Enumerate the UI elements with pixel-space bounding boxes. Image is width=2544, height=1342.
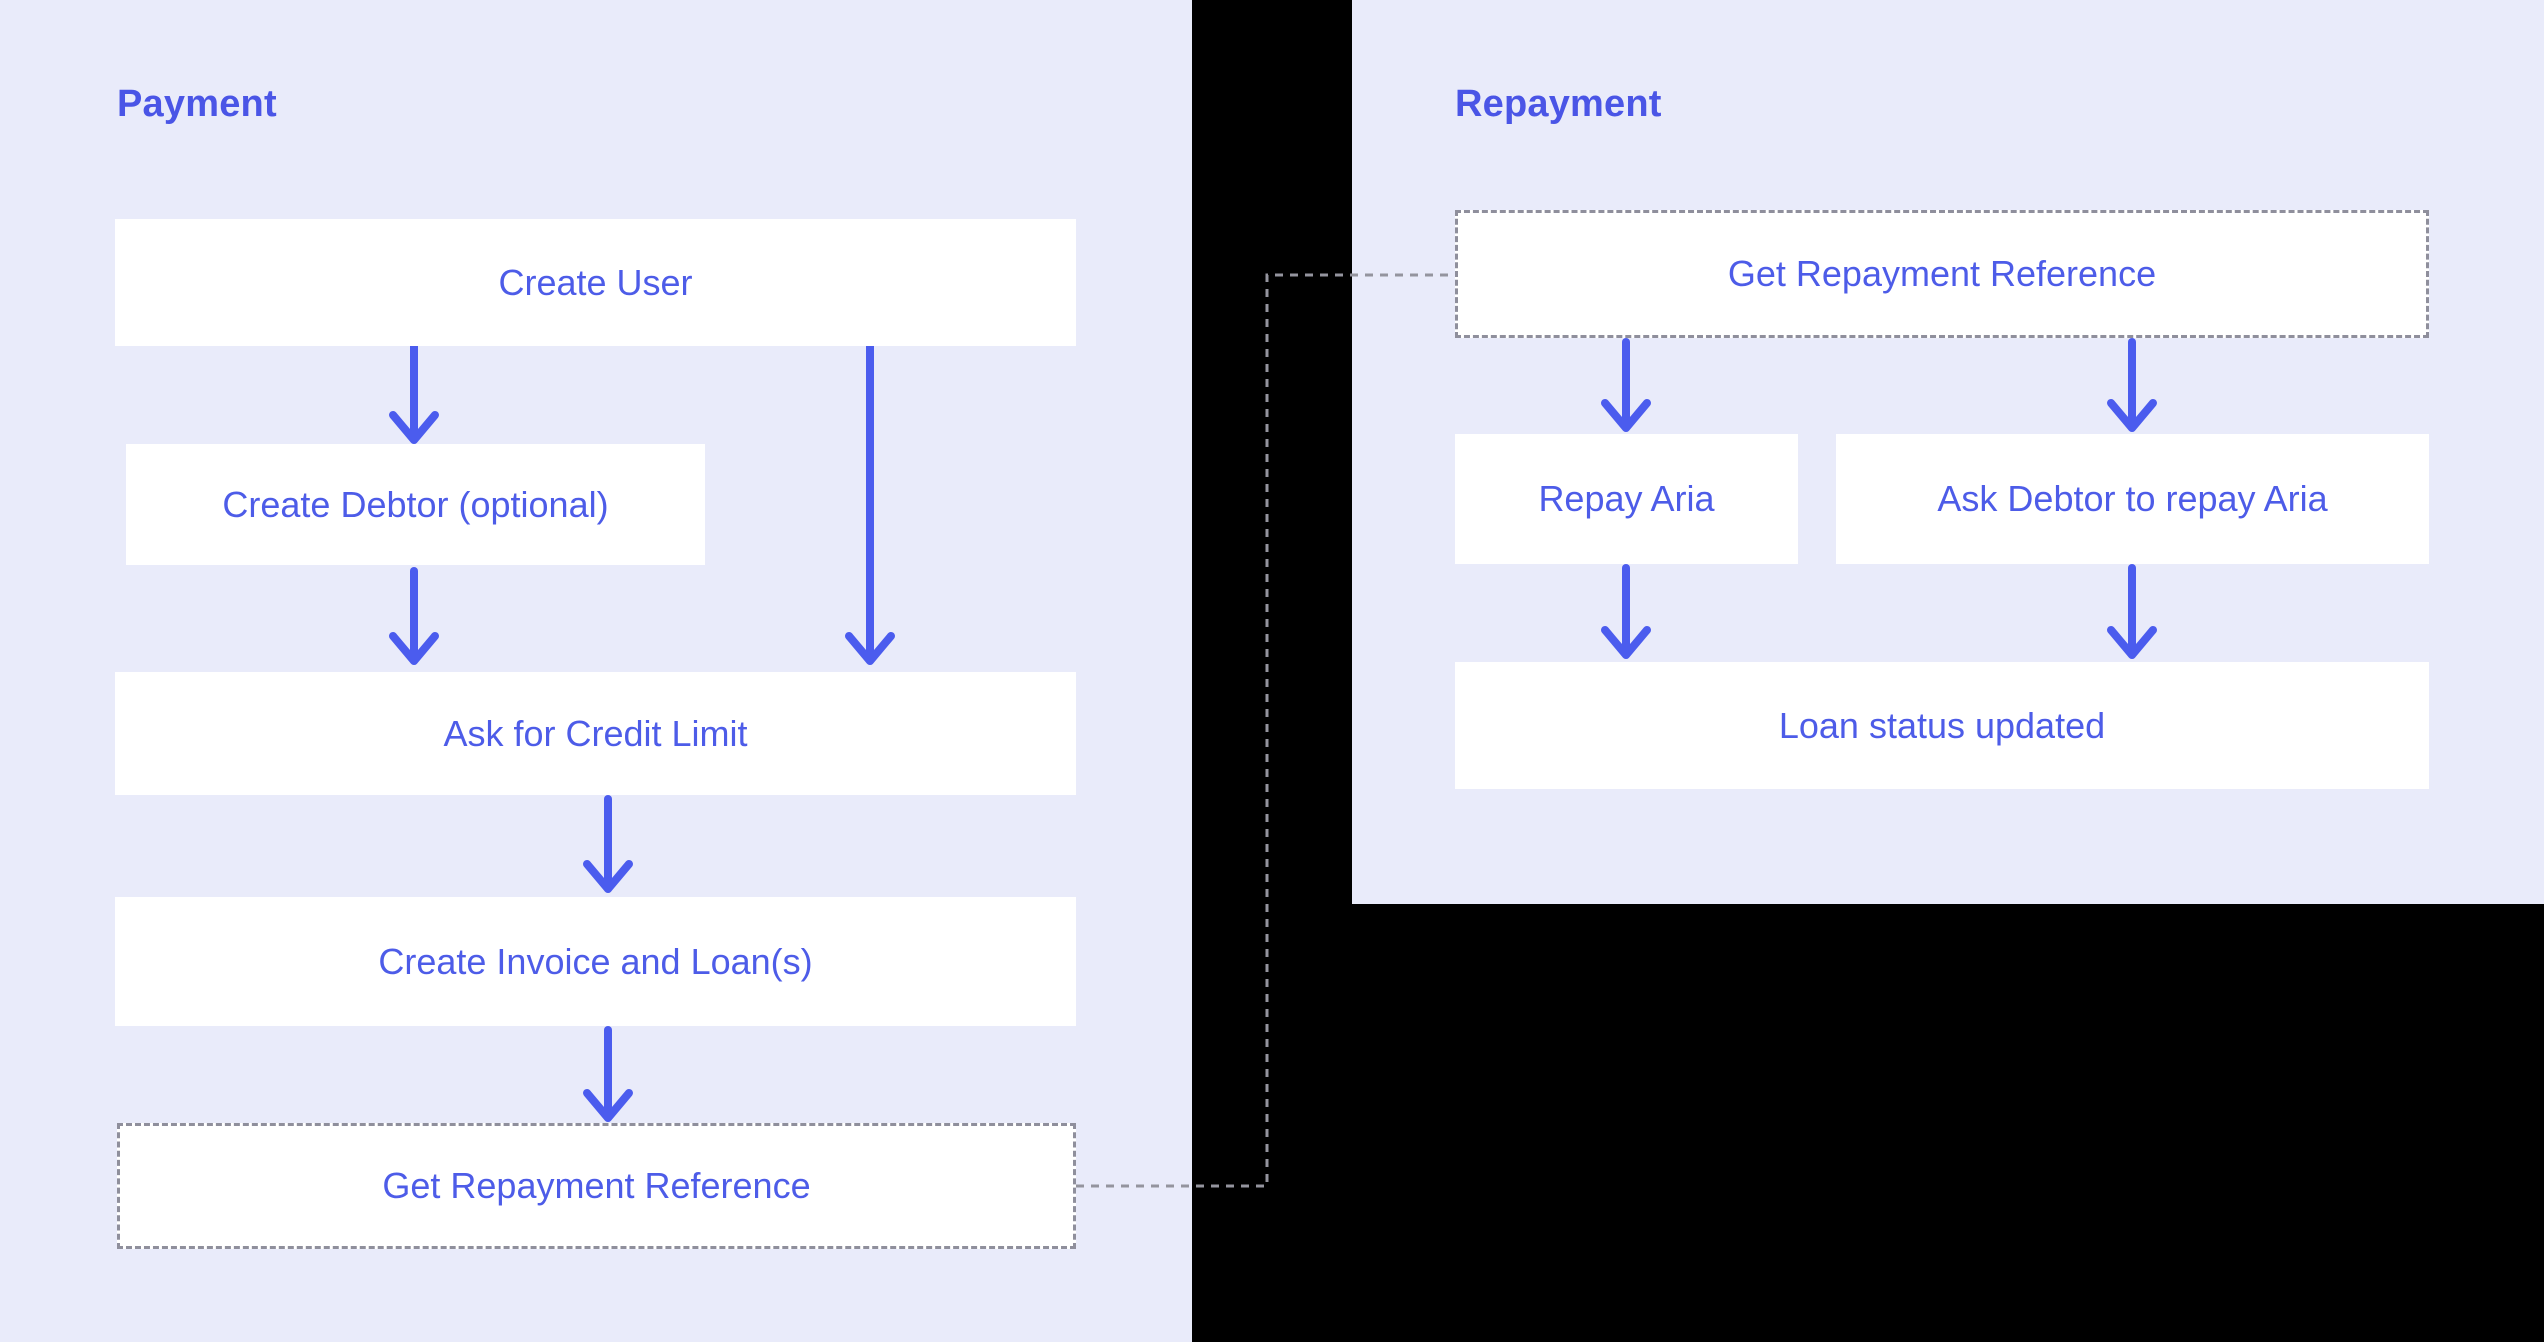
- node-create-invoice-and-loans: Create Invoice and Loan(s): [115, 897, 1076, 1026]
- node-repay-aria: Repay Aria: [1455, 434, 1798, 564]
- node-loan-status-updated: Loan status updated: [1455, 662, 2429, 789]
- node-get-repayment-reference-payment: Get Repayment Reference: [117, 1123, 1076, 1249]
- repayment-section-title: Repayment: [1455, 83, 1662, 125]
- node-ask-debtor-to-repay-aria: Ask Debtor to repay Aria: [1836, 434, 2429, 564]
- payment-section-title: Payment: [117, 83, 277, 125]
- node-create-debtor: Create Debtor (optional): [126, 444, 705, 565]
- node-get-repayment-reference-repayment: Get Repayment Reference: [1455, 210, 2429, 338]
- node-ask-for-credit-limit: Ask for Credit Limit: [115, 672, 1076, 795]
- node-create-user: Create User: [115, 219, 1076, 346]
